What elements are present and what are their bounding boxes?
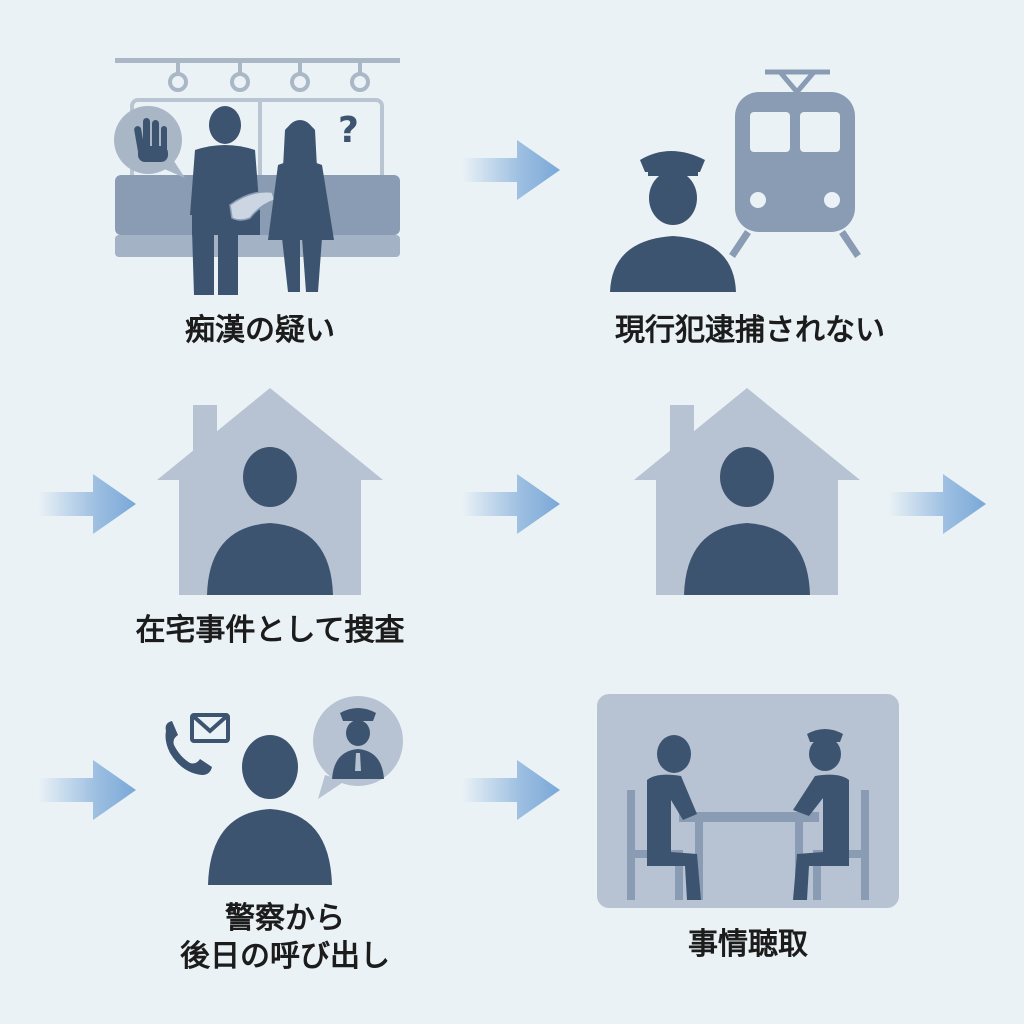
- step-4-label: 警察から 後日の呼び出し: [120, 900, 450, 975]
- police-officer-silhouette: [793, 729, 849, 900]
- step-1-illustration: ?: [110, 50, 410, 310]
- reaching-hand-icon: [229, 191, 276, 221]
- arrow-icon: [38, 472, 138, 536]
- person-silhouette: [684, 447, 810, 595]
- interviewee-silhouette: [647, 735, 701, 900]
- step-2-label: 現行犯逮捕されない: [615, 313, 885, 348]
- step-2-illustration: [600, 60, 880, 300]
- arrow-icon: [462, 472, 562, 536]
- train-icon: [729, 69, 861, 258]
- step-5-label: 事情聴取: [688, 927, 808, 962]
- step-3b-illustration: [632, 385, 862, 600]
- police-officer-silhouette: [610, 151, 736, 292]
- step-4-illustration: [160, 695, 430, 895]
- hanging-strap-icon: [168, 62, 370, 92]
- arrow-icon: [462, 138, 562, 202]
- interview-room-panel: [597, 694, 899, 908]
- step-1-label: 痴漢の疑い: [185, 313, 335, 348]
- step-4-label-line1: 警察から: [225, 901, 345, 936]
- question-mark-icon: ?: [338, 110, 359, 151]
- handrail-bar: [115, 58, 400, 63]
- raised-hand-icon: [134, 118, 168, 162]
- arrow-icon: [888, 472, 988, 536]
- step-3-label: 在宅事件として捜査: [135, 613, 405, 648]
- arrow-icon: [462, 758, 562, 822]
- person-silhouette: [207, 447, 333, 595]
- police-officer-icon: [332, 708, 384, 779]
- phone-icon: [165, 721, 212, 775]
- step-3-illustration: [155, 385, 385, 600]
- arrow-icon: [38, 758, 138, 822]
- step-5-illustration: [597, 694, 899, 908]
- person-silhouette: [208, 735, 332, 885]
- mail-icon: [190, 713, 230, 743]
- step-4-label-line2: 後日の呼び出し: [180, 938, 390, 974]
- victim-woman-silhouette: [268, 120, 334, 292]
